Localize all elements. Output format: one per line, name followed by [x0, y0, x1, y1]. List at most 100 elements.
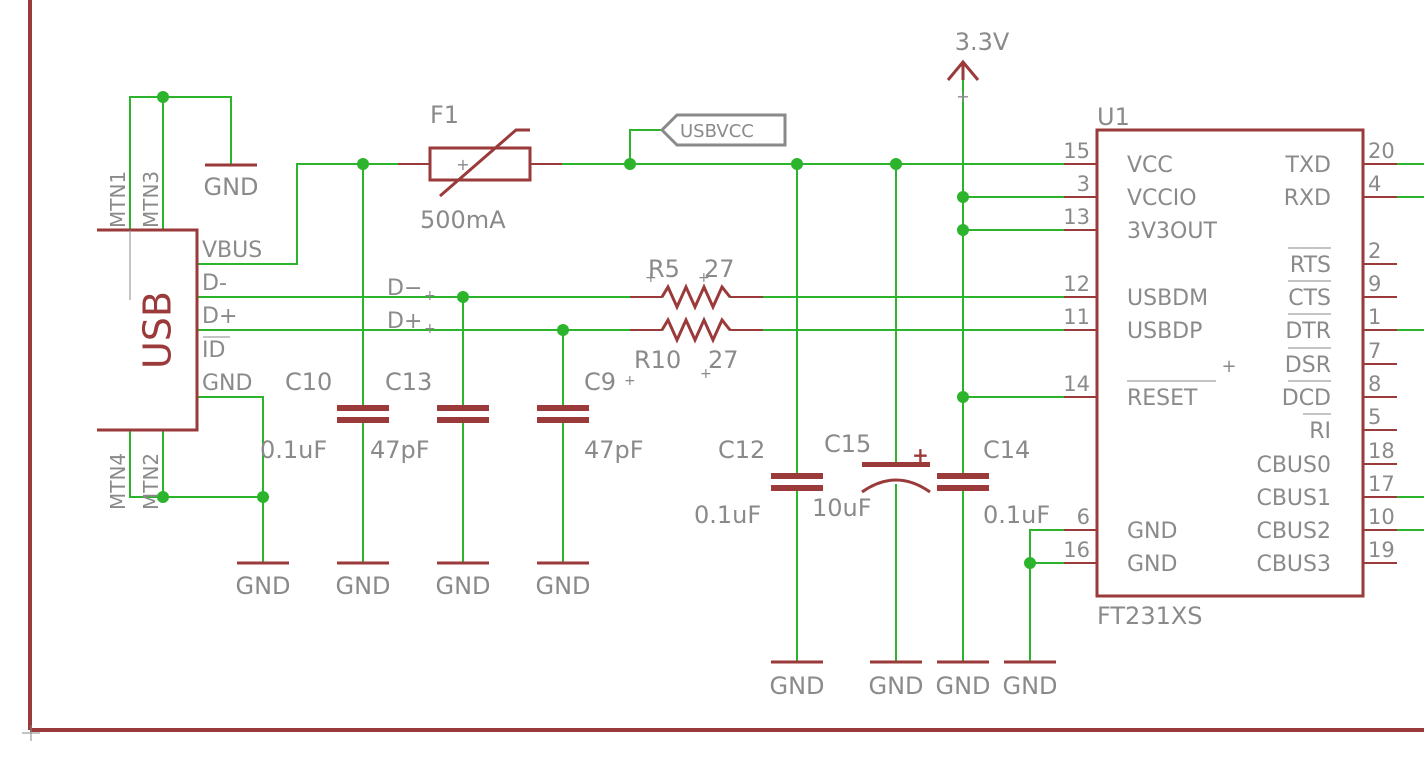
supply-3v3: + 3.3V: [946, 28, 1010, 106]
junction-dot: [557, 324, 569, 336]
mount-label: MTN4: [106, 453, 130, 510]
ic-pin-label: RTS: [1290, 253, 1331, 278]
ic-name: U1: [1097, 103, 1130, 131]
svg-text:+: +: [1221, 356, 1236, 377]
svg-text:+: +: [912, 443, 929, 467]
ic-pin-label: CBUS3: [1256, 552, 1331, 577]
ic-pin-label: RESET: [1127, 386, 1198, 411]
ic-pin-number: 7: [1368, 339, 1381, 363]
capacitor-name: C15: [824, 430, 871, 458]
ground-label: GND: [335, 572, 390, 600]
ic-pin-number: 19: [1368, 538, 1395, 562]
junction-dot: [957, 391, 969, 403]
capacitor-c12: C12 0.1uF: [694, 436, 823, 529]
junction-dot: [791, 158, 803, 170]
ic-pin-label: GND: [1127, 519, 1177, 544]
ic-pin-label: 3V3OUT: [1127, 219, 1217, 244]
ic-pin-number: 10: [1368, 505, 1395, 529]
ground-symbol: GND: [535, 561, 591, 600]
junction-dot: [1024, 557, 1036, 569]
ic-part: FT231XS: [1097, 602, 1203, 630]
wires: [129, 77, 1424, 663]
usb-connector: USB VBUS D- D+ ID GND MTN1 MTN3 MTN4 MTN…: [97, 171, 262, 510]
svg-text:+: +: [700, 366, 712, 382]
resistor-r10: R10 27 +: [630, 316, 763, 382]
ic-pin-label: USBDM: [1127, 286, 1208, 311]
resistor-value: 27: [708, 346, 739, 374]
ic-pin-number: 15: [1063, 139, 1090, 163]
ic-pin-label: RXD: [1284, 186, 1331, 211]
ic-left-pins: 15VCC3VCCIO133V3OUT12USBDM11USBDP14RESET…: [1063, 139, 1217, 577]
ic-pin-label: CBUS1: [1256, 486, 1331, 511]
ground-symbol: GND: [935, 660, 991, 700]
ic-pin-label: DTR: [1285, 319, 1331, 344]
fuse-f1: + F1 500mA: [398, 101, 562, 234]
ic-u1: U1 FT231XS + 15VCC3VCCIO133V3OUT12USBDM1…: [1063, 103, 1397, 630]
ic-pin-number: 6: [1077, 505, 1090, 529]
net-label-text: USBVCC: [680, 121, 754, 142]
usb-pin-dp: D+: [202, 304, 237, 329]
junction-dot: [157, 491, 169, 503]
ground-symbol: GND: [203, 163, 259, 201]
ground-symbol: GND: [1002, 660, 1058, 700]
capacitor-c15: + C15 10uF: [812, 430, 931, 522]
capacitor-name: C12: [718, 436, 765, 464]
junctions: [157, 91, 1036, 569]
ground-symbol: GND: [235, 561, 291, 600]
usb-pin-id: ID: [202, 338, 225, 363]
usb-pin-dm: D-: [202, 271, 227, 296]
capacitor-name: C10: [285, 368, 332, 396]
resistor-name: R5: [648, 255, 680, 283]
ic-pin-label: CBUS2: [1256, 519, 1331, 544]
ground-symbol: GND: [435, 561, 491, 600]
junction-dot: [357, 158, 369, 170]
ic-pin-number: 9: [1368, 272, 1381, 296]
ic-pin-number: 16: [1063, 538, 1090, 562]
ic-pin-number: 3: [1077, 172, 1090, 196]
svg-text:+: +: [424, 288, 436, 304]
ic-pin-number: 4: [1368, 172, 1381, 196]
ground-label: GND: [535, 572, 590, 600]
ic-pin-number: 2: [1368, 239, 1381, 263]
mount-label: MTN1: [106, 171, 130, 228]
ic-pin-number: 12: [1063, 272, 1090, 296]
capacitor-value: 0.1uF: [260, 436, 327, 464]
usb-connector-name: USB: [136, 291, 180, 369]
ic-pin-label: USBDP: [1127, 319, 1202, 344]
capacitor-c14: C14 0.1uF: [937, 436, 1050, 529]
ic-pin-number: 8: [1368, 372, 1381, 396]
ground-symbols: GND GND GND GND GND GND GND GND: [203, 163, 1058, 700]
capacitor-value: 47pF: [584, 436, 644, 464]
ic-pin-number: 5: [1368, 405, 1381, 429]
svg-text:+: +: [645, 270, 657, 286]
resistor-value: 27: [704, 255, 735, 283]
junction-dot: [957, 224, 969, 236]
mount-label: MTN3: [139, 171, 163, 228]
ic-pin-label: GND: [1127, 552, 1177, 577]
capacitor-value: 47pF: [370, 436, 430, 464]
ic-right-pins: 20TXD4RXD2RTS9CTS1DTR7DSR8DCD5RI18CBUS01…: [1256, 139, 1397, 577]
ground-label: GND: [769, 672, 824, 700]
ground-symbol: GND: [769, 660, 825, 700]
fuse-name: F1: [430, 101, 459, 129]
capacitor-value: 0.1uF: [694, 501, 761, 529]
junction-dot: [157, 91, 169, 103]
supply-label: 3.3V: [955, 28, 1010, 56]
svg-text:+: +: [424, 321, 436, 337]
usbvcc-net-label: USBVCC: [659, 113, 787, 147]
capacitor-name: C13: [385, 368, 432, 396]
ground-label: GND: [203, 173, 258, 201]
ground-symbol: GND: [868, 660, 924, 700]
svg-text:+: +: [624, 373, 636, 389]
diff-label-dm: D−: [387, 276, 422, 301]
mount-label: MTN2: [139, 453, 163, 510]
svg-text:+: +: [956, 87, 969, 106]
usb-pin-vbus: VBUS: [202, 238, 262, 263]
ic-pin-label: RI: [1309, 419, 1331, 444]
ic-pin-number: 14: [1063, 372, 1090, 396]
capacitor-c13: C13 47pF: [370, 368, 489, 464]
junction-dot: [457, 291, 469, 303]
capacitor-name: C14: [983, 436, 1030, 464]
ground-label: GND: [935, 672, 990, 700]
